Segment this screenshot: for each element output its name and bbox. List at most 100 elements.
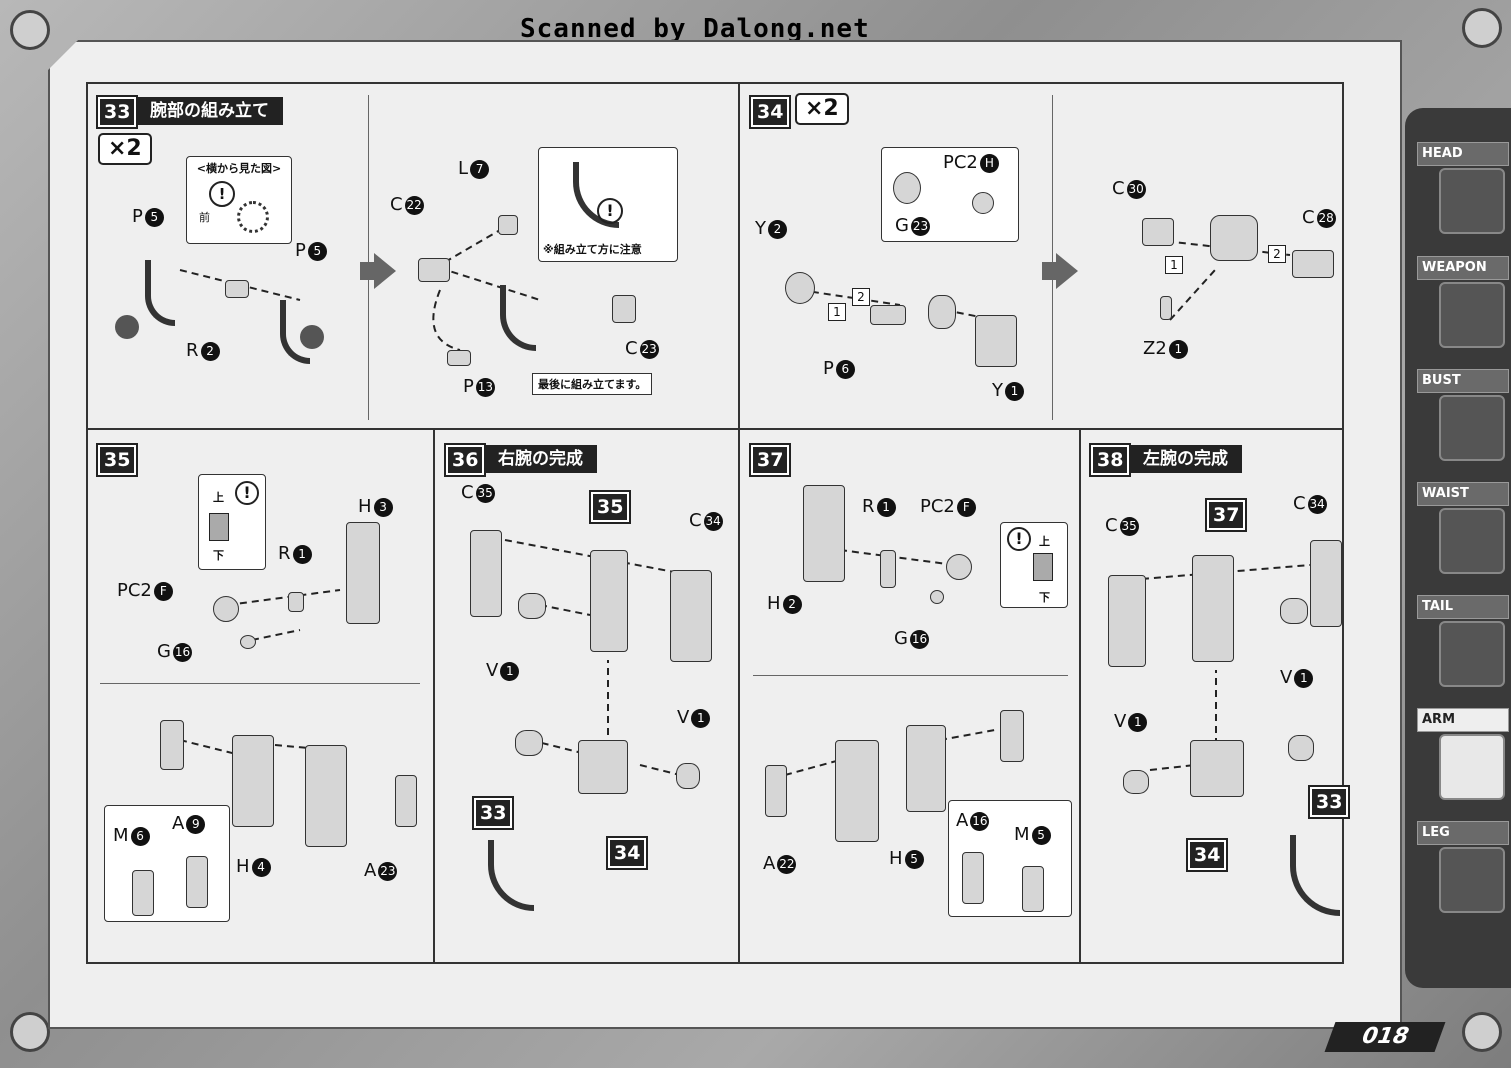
tab-arm[interactable]: ARM xyxy=(1417,708,1509,732)
tab-bust[interactable]: BUST xyxy=(1417,369,1509,393)
part-v1-top xyxy=(1280,598,1308,624)
part-plate-right xyxy=(1000,710,1024,762)
assembly-note: ※組み立て方に注意 xyxy=(543,243,642,256)
grid-mid xyxy=(86,428,1344,430)
part-c23 xyxy=(612,295,636,323)
grid-bottom xyxy=(86,962,1344,964)
orientation-callout-35: 上 ! 下 xyxy=(198,474,266,570)
joint-r2-part xyxy=(225,280,249,298)
step-36-badge: 36 xyxy=(443,443,487,477)
ref-37: 37 xyxy=(1204,498,1248,532)
grid-v1 xyxy=(433,428,435,964)
down-label: 下 xyxy=(1039,591,1050,604)
ref-34: 34 xyxy=(1185,838,1229,872)
grid-left xyxy=(86,82,88,964)
ref-33: 33 xyxy=(1307,785,1351,819)
down-label: 下 xyxy=(213,549,224,562)
part-pc2 xyxy=(946,554,972,580)
part-a16 xyxy=(962,852,984,904)
next-arrow-34-stem xyxy=(1042,262,1056,280)
order-marker: 2 xyxy=(1268,245,1286,263)
part-plate-left xyxy=(160,720,184,770)
part-g16 xyxy=(240,635,256,649)
scan-credit: Scanned by Dalong.net xyxy=(520,14,870,44)
tab-weapon[interactable]: WEAPON xyxy=(1417,256,1509,280)
stamp-icon-left xyxy=(115,315,139,339)
stamp-icon-right xyxy=(300,325,324,349)
grid-center xyxy=(738,82,740,964)
part-c22 xyxy=(418,258,450,282)
part-pc2 xyxy=(213,596,239,622)
step-38-title: 左腕の完成 xyxy=(1129,445,1242,473)
side-view-label: <横から見た図> xyxy=(196,162,282,175)
grid-right xyxy=(1342,82,1344,964)
part-shoulder-34 xyxy=(578,740,628,794)
grid-v3 xyxy=(1079,428,1081,964)
ref-34: 34 xyxy=(605,836,649,870)
tab-head[interactable]: HEAD xyxy=(1417,142,1509,166)
grid-top xyxy=(86,82,1344,84)
page-number: 018 xyxy=(1324,1022,1446,1052)
part-m5 xyxy=(1022,866,1044,912)
part-h5 xyxy=(906,725,946,812)
part-z2 xyxy=(1160,296,1172,320)
part-v1-right xyxy=(1288,735,1314,761)
tail-icon xyxy=(1439,621,1505,687)
bust-icon xyxy=(1439,395,1505,461)
divider-35 xyxy=(100,683,420,684)
part-v1-top xyxy=(518,593,546,619)
part-v1-left xyxy=(1123,770,1149,794)
part-c34 xyxy=(670,570,712,662)
divider-33 xyxy=(368,95,369,420)
orientation-part xyxy=(209,513,229,541)
part-v1-left xyxy=(515,730,543,756)
corner-ornament-br xyxy=(1462,1012,1502,1052)
part-c30 xyxy=(1142,218,1174,246)
tab-waist[interactable]: WAIST xyxy=(1417,482,1509,506)
caution-icon: ! xyxy=(235,481,259,505)
corner-ornament-tl xyxy=(10,10,50,50)
part-h4 xyxy=(232,735,274,827)
gear-icon xyxy=(237,201,269,233)
arm-icon xyxy=(1439,734,1505,800)
ref-33: 33 xyxy=(471,796,515,830)
up-label: 上 xyxy=(1039,535,1050,548)
step-33-title: 腕部の組み立て xyxy=(136,97,283,125)
part-shoulder-34 xyxy=(1190,740,1244,797)
part-y2 xyxy=(785,272,815,304)
last-assembly-note: 最後に組み立てます。 xyxy=(532,373,653,395)
part-a23 xyxy=(395,775,417,827)
step-33-multiplier: ×2 xyxy=(98,133,152,165)
divider-34 xyxy=(1052,95,1053,420)
tab-leg[interactable]: LEG xyxy=(1417,821,1509,845)
waist-icon xyxy=(1439,508,1505,574)
caution-icon: ! xyxy=(1007,527,1031,551)
next-arrow-33-stem xyxy=(360,262,374,280)
part-joint-ball xyxy=(893,172,921,204)
tab-tail[interactable]: TAIL xyxy=(1417,595,1509,619)
next-arrow-34 xyxy=(1056,253,1078,289)
part-l7 xyxy=(498,215,518,235)
step-34-badge: 34 xyxy=(748,95,792,129)
